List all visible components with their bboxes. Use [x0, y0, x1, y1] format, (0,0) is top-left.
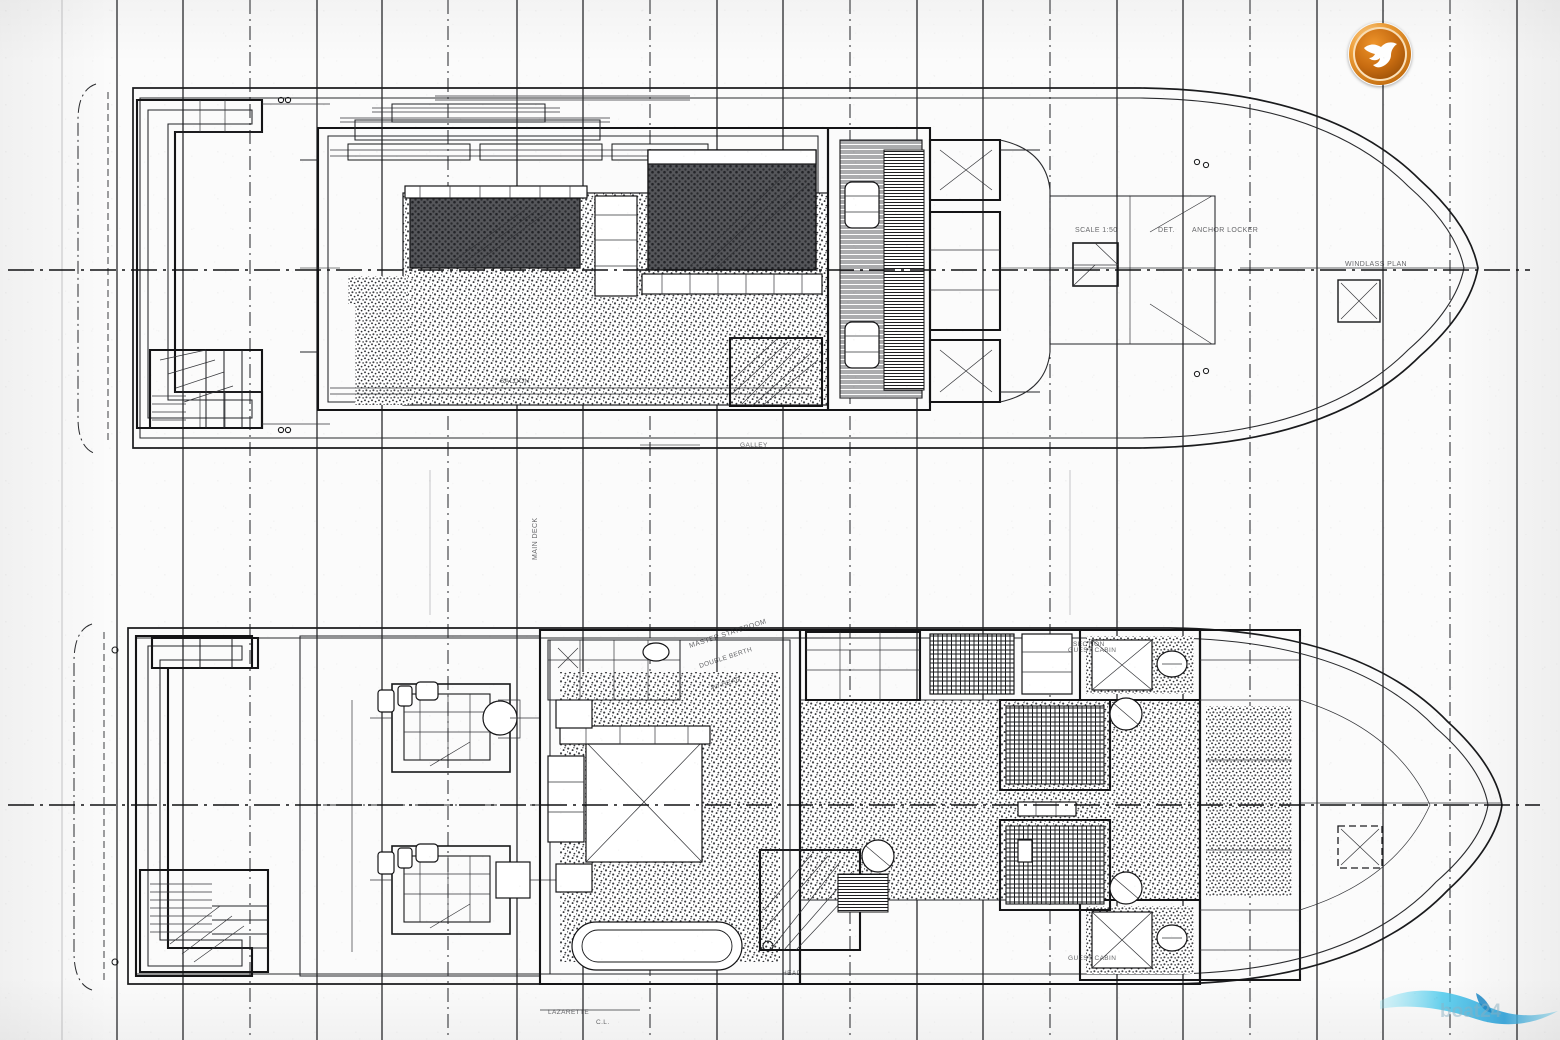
note-guest-port: GUEST CABIN [1068, 955, 1116, 962]
lower-guest-cabin-starboard [1078, 628, 1202, 702]
note-bow-upper: SCALE 1:50 [1075, 227, 1118, 234]
note-center-vertical: MAIN DECK [532, 518, 539, 561]
engine-port [370, 843, 556, 935]
lower-companionway [758, 848, 862, 952]
upper-foredeck-lockers [928, 138, 1051, 404]
upper-saloon-windows [330, 143, 812, 395]
lower-guest-cabin-port [1078, 898, 1202, 982]
lower-galley-stb [804, 630, 1073, 702]
note-head: HEAD [782, 970, 802, 977]
note-lower-bow: C.L. [596, 1019, 610, 1026]
upper-foredeck [1049, 158, 1381, 378]
orange-bird-badge-logo [1348, 22, 1412, 86]
lower-deck-plan [8, 623, 1540, 1011]
lower-forward-cabin [1198, 628, 1431, 982]
upper-companionway-stairs [728, 336, 824, 408]
upper-pilothouse [826, 126, 932, 412]
upper-saloon-settee [404, 185, 638, 297]
lower-passage [758, 628, 1202, 986]
upper-aft-cockpit [135, 96, 330, 434]
upper-dinette [641, 149, 823, 295]
note-master: MASTER STATEROOM [688, 618, 767, 650]
note-galley: GALLEY [740, 442, 768, 449]
lower-head-starboard [998, 697, 1143, 792]
upper-deck-plan [8, 83, 1530, 455]
note-bow-upper-3: ANCHOR LOCKER [1192, 227, 1258, 234]
lower-lazarette [138, 636, 270, 974]
brand-logo-svg [1349, 23, 1411, 85]
lower-master-stateroom [538, 628, 802, 986]
lower-transom-stairs [138, 868, 270, 974]
engine-starboard [370, 681, 540, 773]
lower-head-port [998, 818, 1143, 912]
note-section: SECTION [1073, 641, 1105, 648]
note-bow-upper-2: DET. [1158, 227, 1175, 234]
note-master-2: DOUBLE BERTH [698, 646, 753, 670]
note-saloon: SALOON [500, 378, 530, 385]
note-bow-upper-4: WINDLASS PLAN [1345, 261, 1407, 268]
lower-engine-room [299, 635, 556, 977]
note-lower-stern: LAZARETTE [548, 1009, 589, 1016]
note-guest-stb: GUEST CABIN [1068, 647, 1116, 654]
upper-transom-stairs [148, 348, 264, 430]
master-bathtub [571, 921, 774, 971]
